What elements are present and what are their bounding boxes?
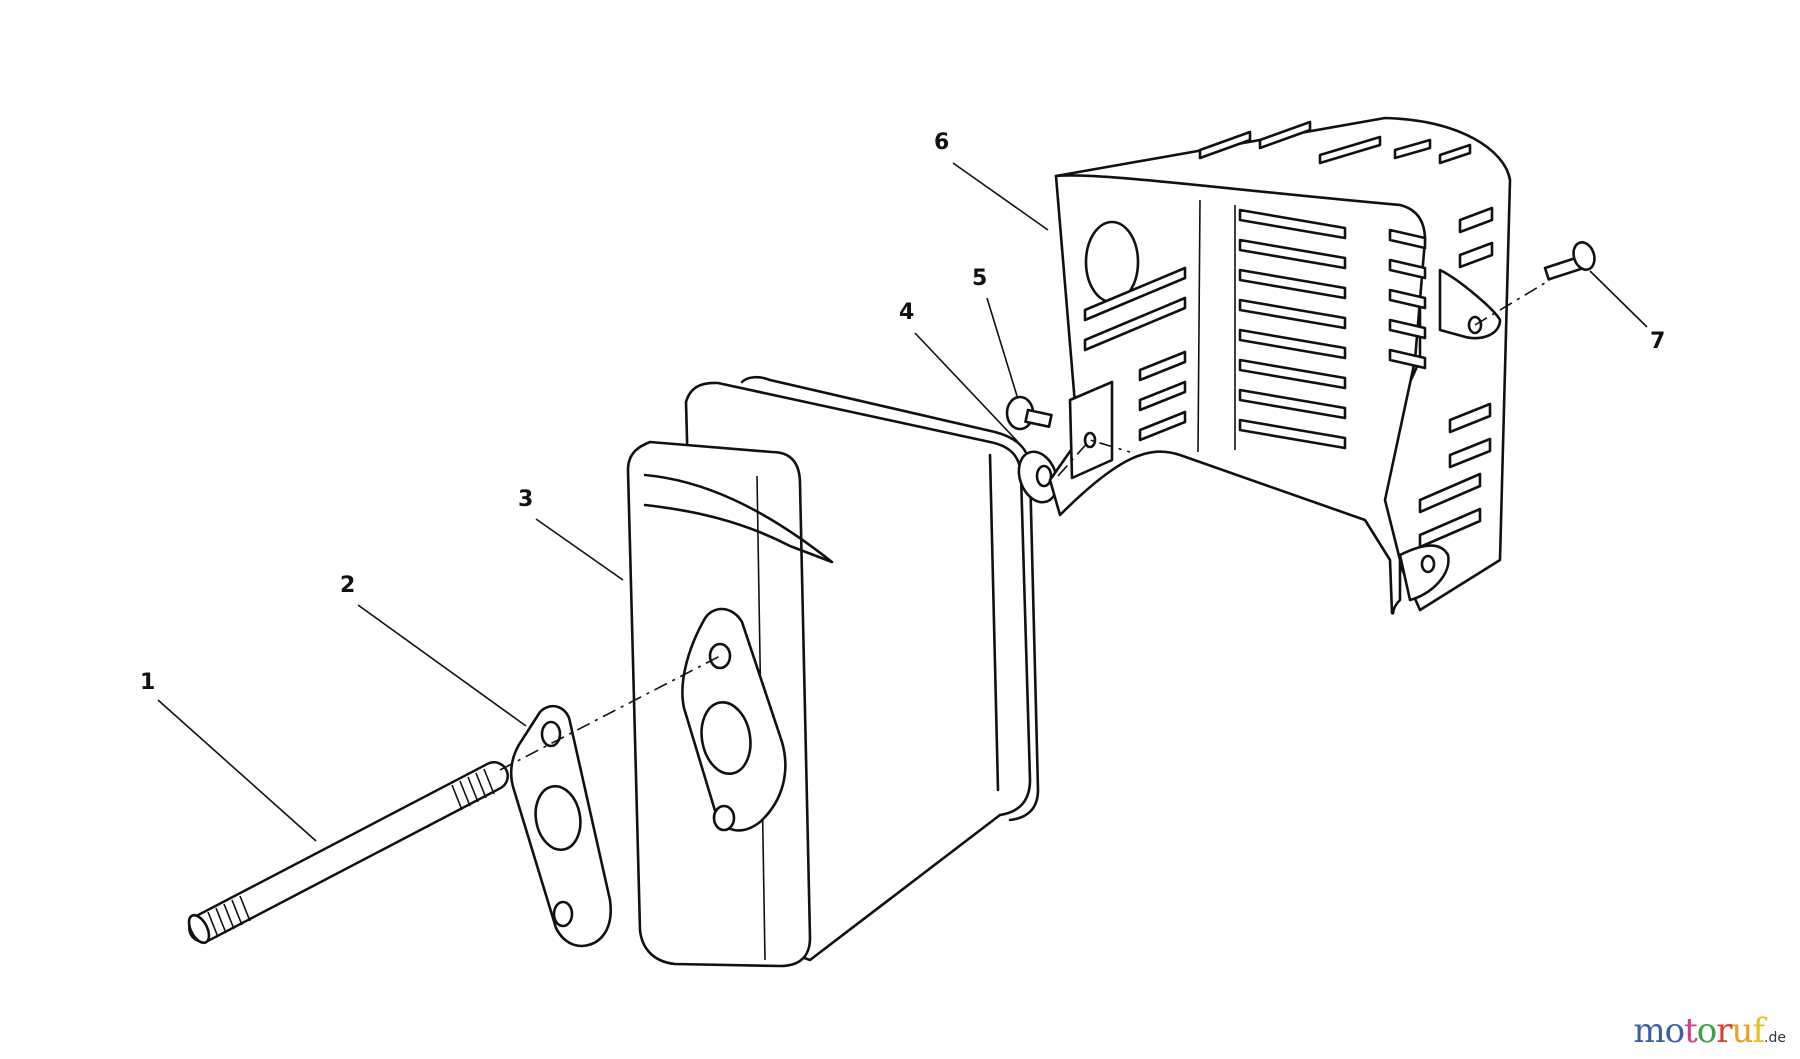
watermark-logo: motoruf.de	[1633, 1011, 1786, 1051]
part-7-screw	[1543, 241, 1596, 281]
callout-7: 7	[1650, 329, 1665, 354]
watermark-letter: t	[1684, 1011, 1698, 1051]
callout-4: 4	[899, 300, 914, 325]
callout-3: 3	[518, 487, 533, 512]
callout-5: 5	[972, 266, 987, 291]
watermark-letter: o	[1696, 1011, 1718, 1051]
watermark-letter: o	[1664, 1011, 1686, 1051]
assembly-centerlines	[499, 279, 1551, 771]
part-3-muffler	[626, 375, 1040, 968]
watermark-letter: m	[1633, 1011, 1665, 1051]
watermark-tld: .de	[1764, 1030, 1786, 1046]
watermark-letter: f	[1752, 1011, 1765, 1051]
callout-6: 6	[934, 130, 949, 155]
callout-2: 2	[340, 573, 355, 598]
watermark-letter: r	[1716, 1011, 1732, 1051]
leader-lines	[157, 162, 1648, 842]
watermark-letter: u	[1731, 1011, 1754, 1051]
callout-1: 1	[140, 670, 155, 695]
heat-shield-vents	[1083, 120, 1494, 549]
part-4-washer	[1017, 450, 1059, 504]
part-5-screw	[1005, 395, 1053, 431]
part-1-stud	[187, 761, 509, 945]
part-6-heat-shield	[1048, 116, 1512, 615]
part-2-gasket	[509, 704, 612, 948]
